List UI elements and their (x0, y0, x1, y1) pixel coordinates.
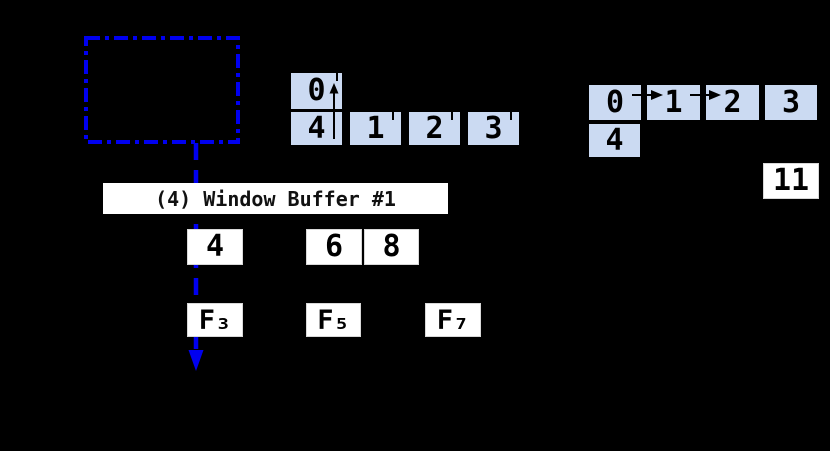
frame-box-f5: F₅ (306, 303, 361, 337)
right-arrowhead-icon (651, 90, 663, 100)
slot-box-0: 4 (187, 229, 243, 265)
dashed-frame-rect (84, 36, 240, 144)
slot-box-2: 8 (364, 229, 419, 265)
count-box: 11 (763, 163, 819, 199)
buffer-b-cell-3: 3 (763, 83, 819, 122)
buffer-b-cell-0: 0 (587, 83, 643, 122)
frame-box-f7: F₇ (425, 303, 481, 337)
buffer-b-cell-1: 1 (645, 83, 702, 122)
flow-arrowhead-icon (188, 350, 204, 371)
frame-box-f3: F₃ (187, 303, 243, 337)
right-arrowhead-icon (709, 90, 721, 100)
window-buffer-label: (4) Window Buffer #1 (103, 183, 448, 214)
buffer-b-below-cell: 4 (587, 122, 642, 159)
slot-box-1: 6 (306, 229, 362, 265)
up-arrowhead-icon (329, 83, 339, 94)
buffer-b-cell-2: 2 (704, 83, 761, 122)
